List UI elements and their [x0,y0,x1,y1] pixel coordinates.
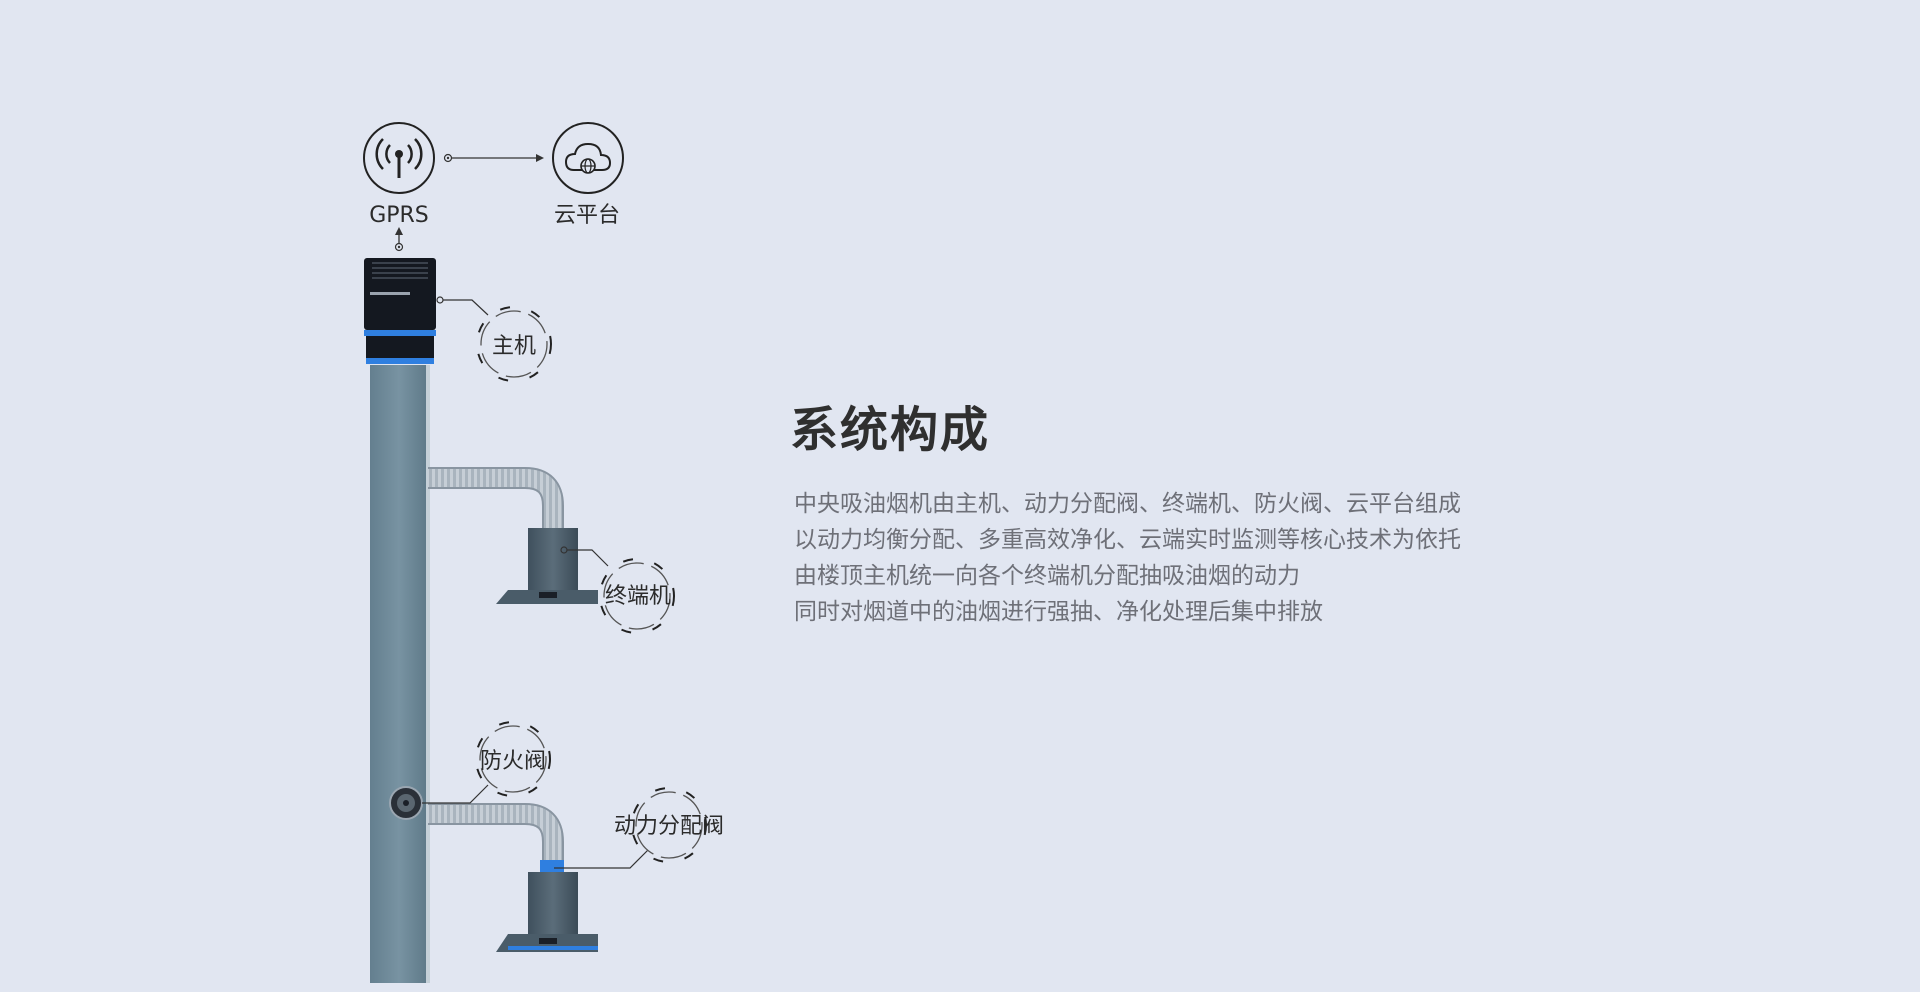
description-line: 同时对烟道中的油烟进行强抽、净化处理后集中排放 [794,599,1323,625]
upper-flex-hose [428,467,564,528]
main-duct [370,365,430,983]
power-valve-label: 动力分配阀 [614,814,724,839]
section-description: 中央吸油烟机由主机、动力分配阀、终端机、防火阀、云平台组成 以动力均衡分配、多重… [794,486,1534,630]
host-callout [436,296,552,382]
fire-damper [389,786,423,820]
power-valve-callout [554,787,707,869]
description-line: 中央吸油烟机由主机、动力分配阀、终端机、防火阀、云平台组成 [794,491,1461,517]
fire-damper-label: 防火阀 [480,749,546,774]
section-title: 系统构成 [790,402,991,458]
fire-damper-callout [422,721,551,804]
cloud-platform-label: 云平台 [554,203,620,228]
cloud-platform-icon [552,122,624,194]
gprs-icon [363,122,435,194]
terminal-callout [560,546,675,634]
description-line: 以动力均衡分配、多重高效净化、云端实时监测等核心技术为依托 [794,527,1461,553]
gprs-label: GPRS [369,203,429,228]
gprs-to-cloud-arrow [443,153,544,163]
lower-flex-hose [428,803,564,862]
terminal-label: 终端机 [605,584,671,609]
host-to-gprs-arrow [394,227,404,252]
description-line: 由楼顶主机统一向各个终端机分配抽吸油烟的动力 [794,563,1300,589]
terminal-hood [496,528,598,604]
host-unit [364,258,436,364]
host-label: 主机 [492,334,536,359]
lower-hood [496,860,598,952]
